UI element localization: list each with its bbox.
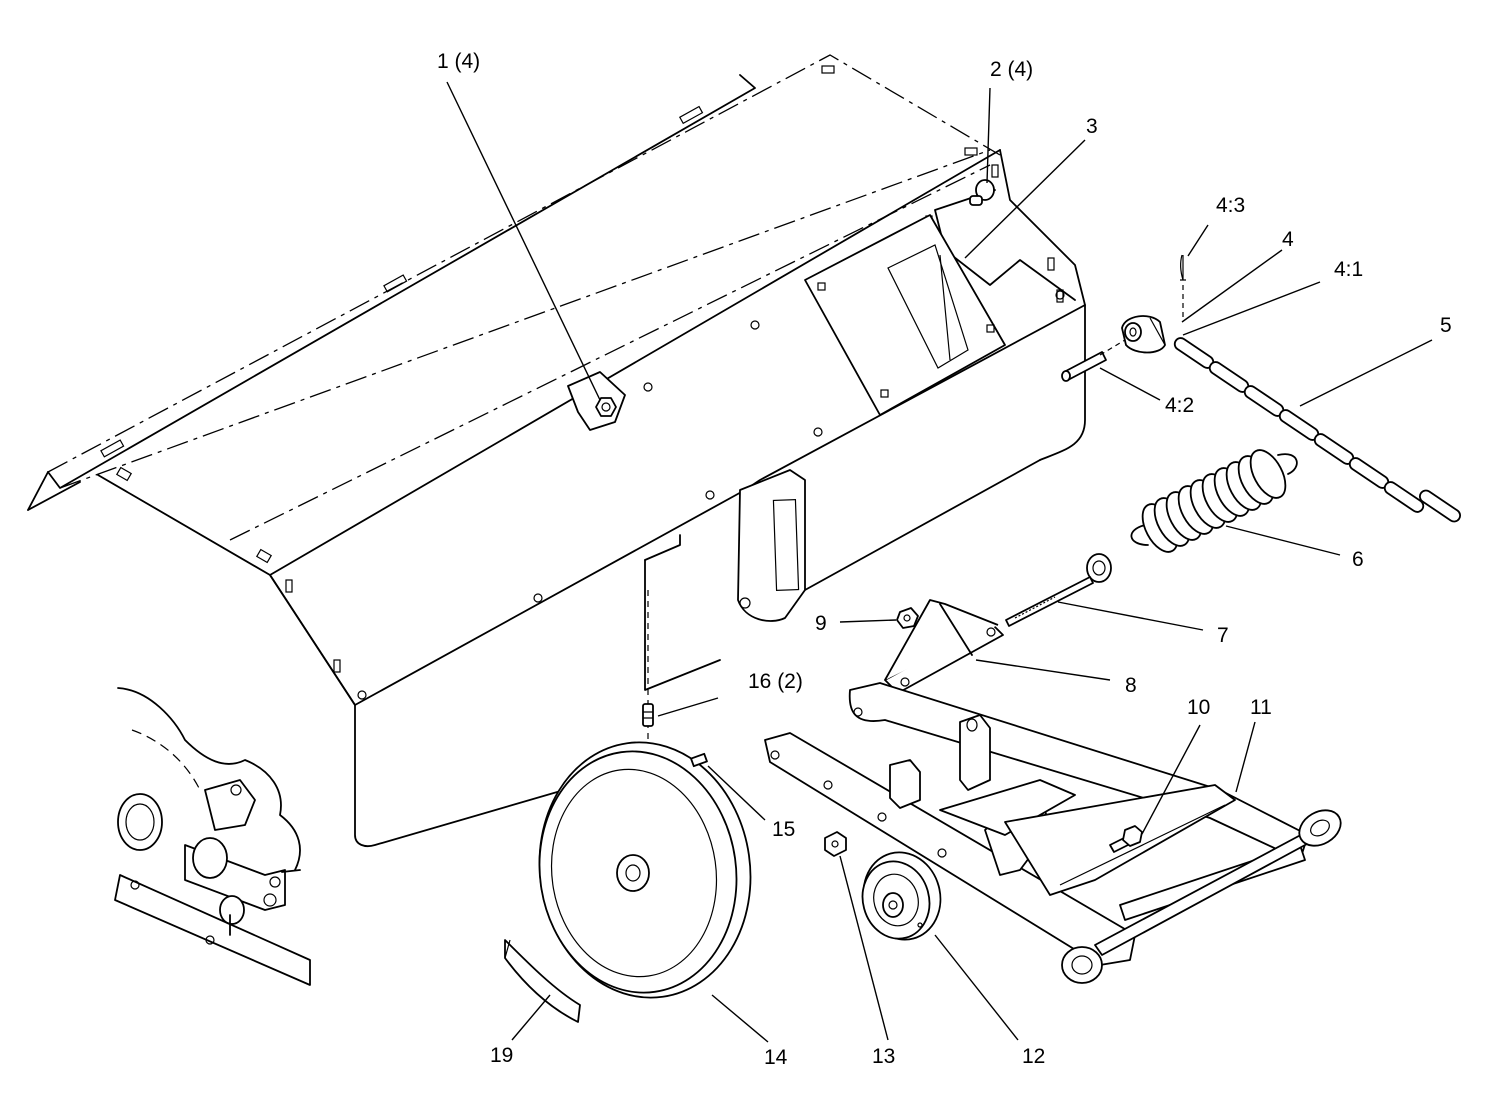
callout-11: 11 [1250, 696, 1272, 719]
callout-2: 2 (4) [990, 58, 1033, 81]
callout-10: 10 [1187, 696, 1210, 719]
callout-8: 8 [1125, 674, 1137, 697]
part-6-spring [1130, 449, 1298, 553]
part-19-belt [504, 939, 581, 1023]
callout-14: 14 [764, 1046, 788, 1069]
part-13-nut [824, 831, 847, 857]
callout-16: 16 (2) [748, 670, 803, 693]
callout-4-2: 4:2 [1165, 394, 1194, 417]
callout-13: 13 [872, 1045, 895, 1068]
callout-9: 9 [815, 612, 827, 635]
callout-3: 3 [1086, 115, 1098, 138]
callout-19: 19 [490, 1044, 513, 1067]
callout-4: 4 [1282, 228, 1294, 251]
callout-7: 7 [1217, 624, 1229, 647]
part-9-nut [896, 607, 919, 629]
part-8-bracket [884, 599, 1004, 694]
part-15-key [690, 752, 708, 768]
callout-4-1: 4:1 [1334, 258, 1363, 281]
part-12-idler-pulley [861, 851, 942, 941]
part-2-bolt [969, 179, 995, 206]
part-5-chain [1173, 337, 1461, 523]
callout-labels: 1 (4) 2 (4) 3 4:3 4 4:1 5 4:2 6 9 7 16 (… [437, 50, 1452, 1069]
callout-12: 12 [1022, 1045, 1045, 1068]
mower-housing [27, 54, 1086, 848]
machine-frame-fragment [114, 687, 311, 986]
part-7-eyebolt [1005, 553, 1112, 627]
part-1-clip [567, 371, 626, 431]
leader-lines [446, 81, 1433, 1043]
callout-1: 1 (4) [437, 50, 480, 73]
callout-6: 6 [1352, 548, 1364, 571]
part-14-drive-pulley [538, 741, 752, 999]
callout-5: 5 [1440, 314, 1452, 337]
part-11-idler-arm [764, 682, 1342, 984]
callout-4-3: 4:3 [1216, 194, 1245, 217]
callout-15: 15 [772, 818, 795, 841]
part-4-clevis [1121, 254, 1186, 354]
part-4-2-pin [1061, 339, 1126, 382]
part-10-bolt [1109, 825, 1143, 853]
part-16-stud [642, 703, 654, 727]
